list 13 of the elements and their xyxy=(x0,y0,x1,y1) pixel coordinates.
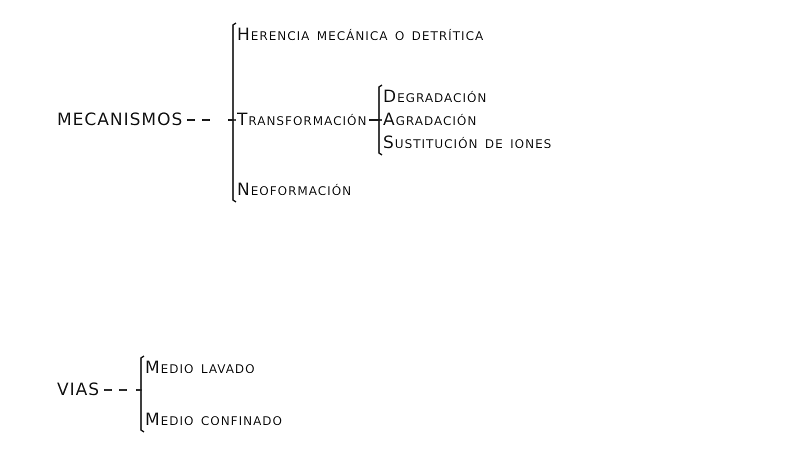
node-label: Medio confinado xyxy=(145,410,283,430)
node-label: MECANISMOS xyxy=(57,110,184,130)
node-label: Transformación xyxy=(237,110,368,130)
node-label: Sustitución de iones xyxy=(383,133,552,153)
node-label: Agradación xyxy=(383,110,478,130)
node-label: VIAS xyxy=(57,380,100,400)
node-label: Herencia mecánica o detrítica xyxy=(237,25,484,45)
bracket-connector xyxy=(369,119,382,156)
node-label: Neoformación xyxy=(237,180,352,200)
bracket-connector xyxy=(104,389,144,433)
bracket-connector xyxy=(187,119,236,203)
node-label: Degradación xyxy=(383,87,488,107)
node-label: Medio lavado xyxy=(145,358,256,378)
